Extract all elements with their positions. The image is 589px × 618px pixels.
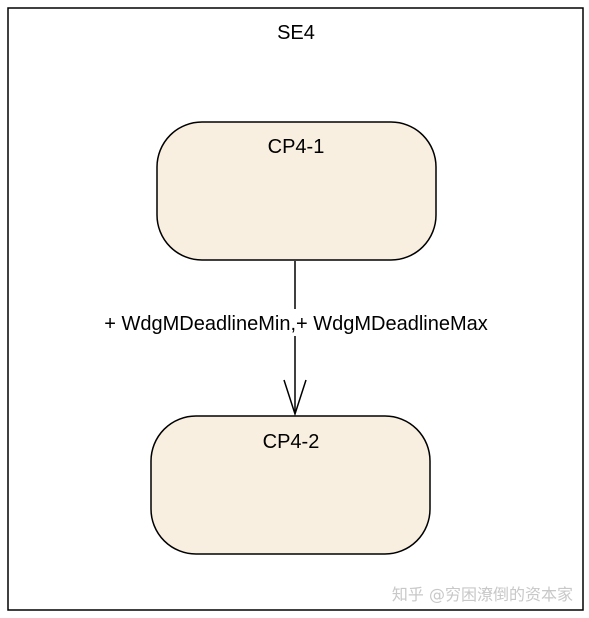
transition-label-bg xyxy=(50,309,542,336)
state-cp4-2[interactable]: CP4-2 xyxy=(150,415,431,555)
state-cp4-2-label: CP4-2 xyxy=(263,431,320,453)
arrowhead-icon xyxy=(283,379,307,417)
frame-title: SE4 xyxy=(277,22,315,44)
state-cp4-2-box xyxy=(150,415,431,555)
state-cp4-1[interactable]: CP4-1 xyxy=(156,121,437,261)
state-cp4-1-box xyxy=(156,121,437,261)
watermark: 知乎 @穷困潦倒的资本家 xyxy=(392,585,573,604)
transition-label: + WdgMDeadlineMin,+ WdgMDeadlineMax xyxy=(104,313,488,335)
transition-arrow[interactable] xyxy=(283,261,307,417)
state-cp4-1-label: CP4-1 xyxy=(268,136,325,158)
